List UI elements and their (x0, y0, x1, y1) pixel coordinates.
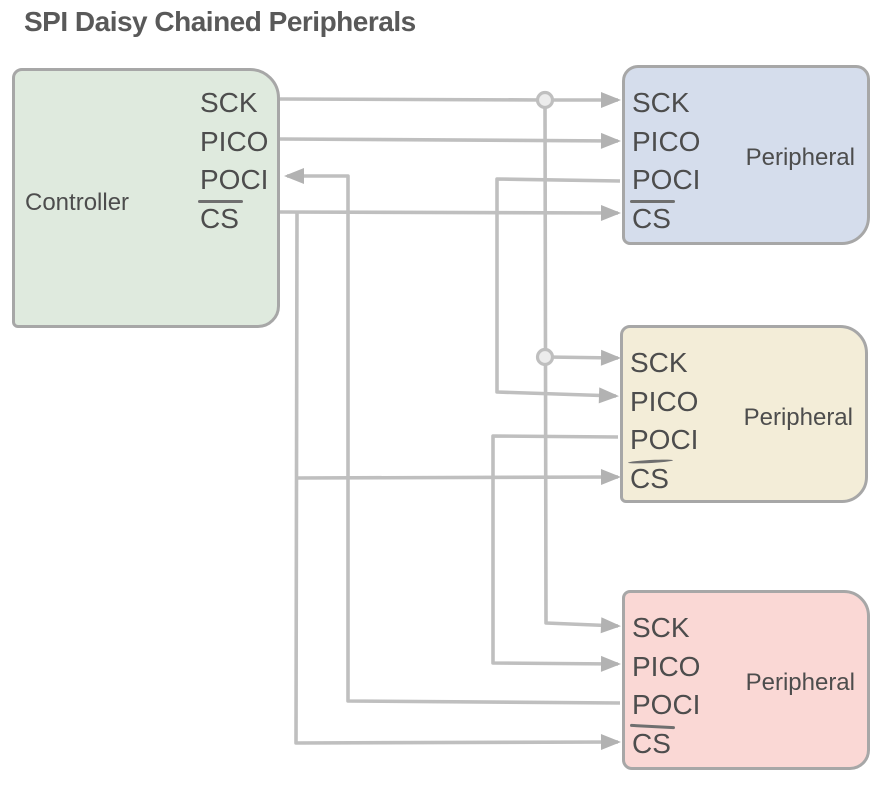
wire-poci-p1-to-pico-p2 (495, 177, 621, 404)
wire-sck-branch-p2 (545, 349, 621, 366)
peripheral-3-box: SCK PICO POCI CS Peripheral (622, 590, 870, 770)
peripheral-1-pin-list: SCK PICO POCI CS (630, 84, 701, 239)
wire-sck-trunk-to-p3 (543, 99, 621, 634)
peripheral-2-pin-poci: POCI (630, 424, 699, 455)
peripheral-3-pin-pico: PICO (632, 650, 701, 682)
peripheral-1-label: Peripheral (745, 144, 855, 171)
wire-poci-p2-to-pico-p3 (491, 434, 621, 672)
peripheral-2-box: SCK PICO POCI CS Peripheral (620, 325, 868, 503)
peripheral-3-pin-poci: POCI (632, 689, 701, 720)
controller-pin-list: SCK PICO POCI CS (198, 84, 269, 239)
wire-cs-branch-p2 (296, 469, 621, 486)
controller-pin-cs: CS (198, 199, 268, 239)
diagram-title: SPI Daisy Chained Peripherals (24, 6, 416, 37)
wire-group (279, 90, 621, 751)
peripheral-3-pin-cs: CS (632, 725, 700, 764)
peripheral-3-pin-sck: SCK (632, 612, 690, 643)
wire-pico-controller-to-p1 (279, 132, 621, 149)
peripheral-2-pin-sck: SCK (630, 347, 688, 378)
peripheral-1-pin-sck: SCK (632, 87, 690, 118)
peripheral-1-pin-poci: POCI (632, 164, 701, 195)
peripheral-2-pin-cs: CS (630, 460, 698, 499)
peripheral-3-label: Peripheral (745, 669, 855, 696)
controller-pin-sck: SCK (200, 87, 258, 118)
controller-pin-poci: POCI (200, 164, 269, 195)
peripheral-2-label: Peripheral (743, 404, 853, 431)
peripheral-2-pin-pico: PICO (630, 385, 699, 417)
wire-sck-controller-to-p1 (279, 92, 621, 108)
peripheral-1-pin-pico: PICO (632, 125, 701, 157)
controller-pin-pico: PICO (200, 125, 269, 157)
wire-cs-trunk-to-p3 (294, 212, 621, 751)
controller-label: Controller (25, 189, 130, 216)
wire-cs-controller-to-p1 (279, 204, 621, 221)
peripheral-2-pin-list: SCK PICO POCI CS (630, 344, 698, 498)
junction-dot-sck-p2 (535, 347, 555, 367)
wire-poci-p3-to-controller (284, 168, 621, 705)
peripheral-3-pin-list: SCK PICO POCI CS (632, 609, 700, 763)
peripheral-1-box: SCK PICO POCI CS Peripheral (622, 65, 870, 245)
peripheral-1-pin-cs: CS (630, 199, 700, 239)
controller-box: Controller SCK PICO POCI CS (12, 68, 280, 328)
junction-dot-sck-p1 (535, 90, 555, 110)
